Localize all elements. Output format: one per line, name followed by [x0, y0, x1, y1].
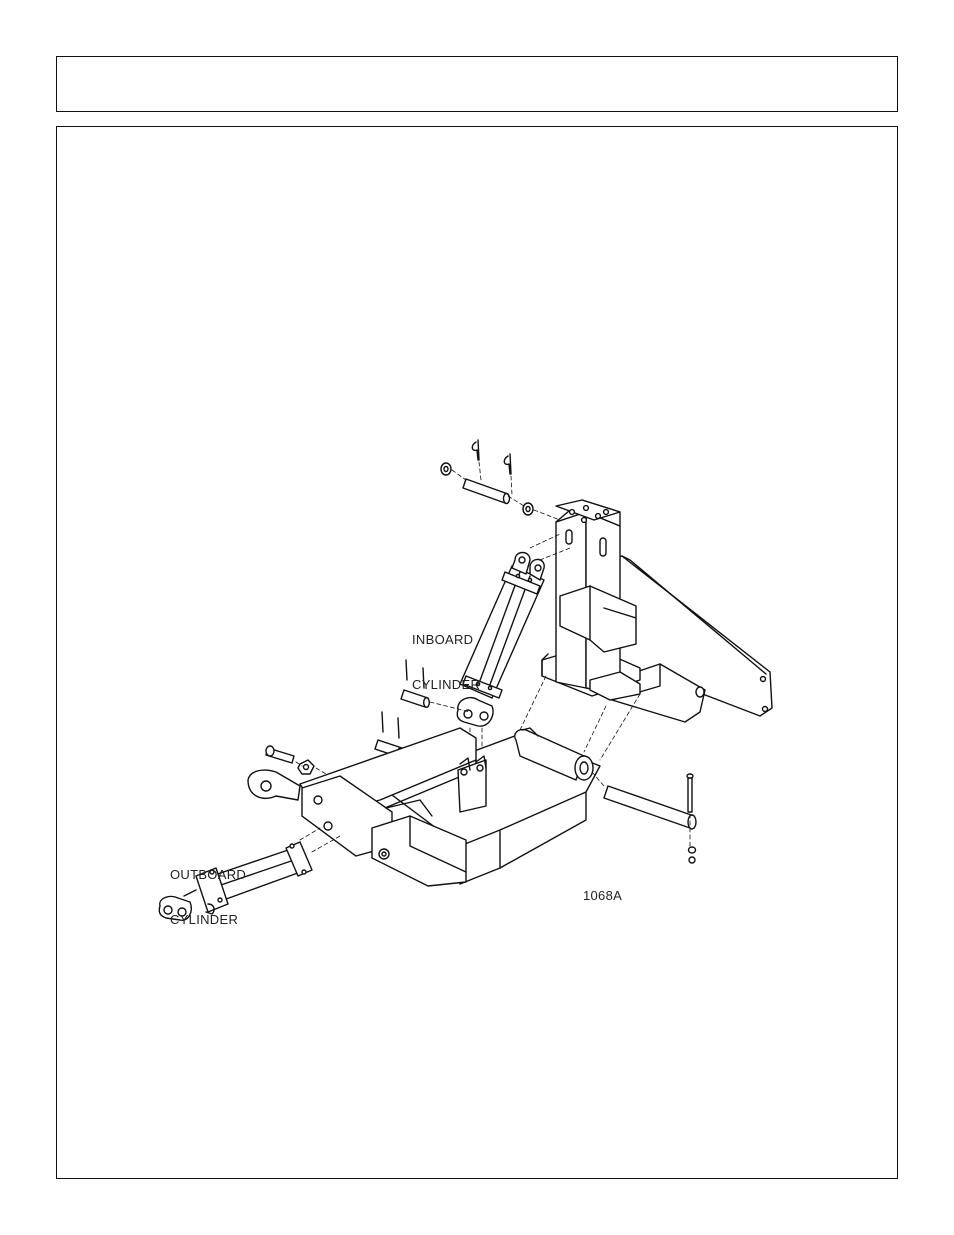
top-pin-guides	[451, 461, 561, 521]
inboard-label-line2: CYLINDER	[412, 677, 481, 692]
outboard-cylinder-label: OUTBOARD CYLINDER	[170, 837, 246, 942]
inboard-label-line1: INBOARD	[412, 632, 474, 647]
outboard-label-line1: OUTBOARD	[170, 867, 247, 882]
top-pin-hardware	[440, 439, 534, 516]
cross-pin-guides	[519, 675, 691, 847]
inboard-cylinder	[456, 551, 545, 727]
outboard-guides	[299, 827, 341, 853]
cross-pin-hardware	[603, 773, 697, 864]
figure-number: 1068A	[583, 888, 623, 903]
outboard-label-line2: CYLINDER	[170, 912, 239, 927]
inboard-cylinder-label: INBOARD CYLINDER	[412, 602, 480, 707]
main-frame	[247, 727, 601, 887]
header-box	[56, 56, 898, 112]
outboard-cylinder	[158, 841, 313, 921]
mast-bracket	[541, 499, 773, 723]
